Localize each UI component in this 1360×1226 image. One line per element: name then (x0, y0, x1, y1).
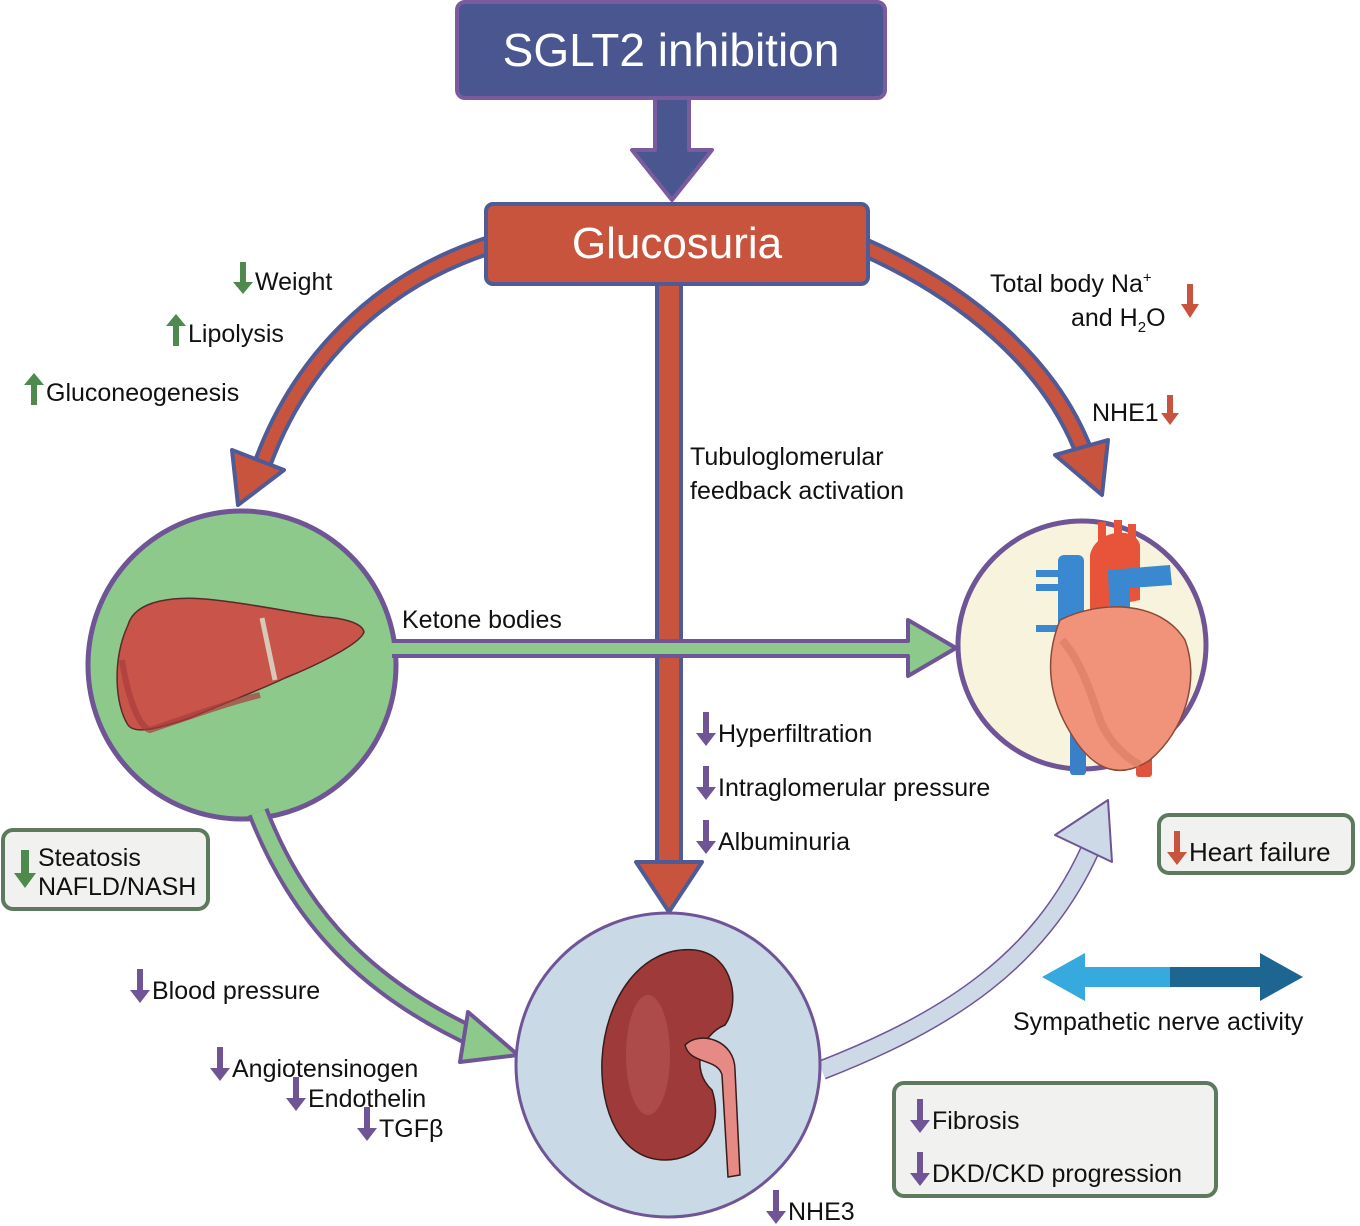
angiotensinogen-label: Angiotensinogen (232, 1055, 419, 1083)
kidney-icon (601, 949, 741, 1178)
gluconeogenesis-effect: Gluconeogenesis (24, 373, 239, 406)
glucosuria-node: Glucosuria (484, 202, 870, 286)
glucosuria-text: Glucosuria (571, 219, 783, 268)
water-label: and H2O (1071, 304, 1166, 336)
heart-failure-label: Heart failure (1189, 837, 1331, 867)
ketone-bodies-label: Ketone bodies (402, 606, 562, 634)
intraglomerular-pressure-effect: Intraglomerular pressure (696, 766, 990, 801)
water-text-post: O (1146, 304, 1166, 332)
sympathetic-arrow (1042, 953, 1303, 1001)
down-arrow-icon (130, 969, 150, 1003)
down-arrow-icon (1181, 284, 1199, 318)
nhe1-effect: NHE1 (1092, 395, 1181, 426)
kidney-outcomes-box: Fibrosis DKD/CKD progression (892, 1081, 1218, 1198)
sympathetic-nerve-label: Sympathetic nerve activity (1013, 1008, 1304, 1036)
water-text-pre: and H (1071, 304, 1138, 332)
weight-label: Weight (255, 268, 333, 296)
steatosis-box: Steatosis NAFLD/NASH (1, 828, 210, 911)
sodium-water-label: Total body Na+ (990, 269, 1152, 298)
sodium-text: Total body Na (990, 270, 1143, 298)
liver-to-kidney-arrow (247, 808, 520, 1064)
lipolysis-label: Lipolysis (188, 320, 284, 348)
glucosuria-to-kidney-arrow (634, 282, 704, 914)
lipolysis-effect: Lipolysis (166, 314, 284, 347)
nhe3-effect: NHE3 (766, 1190, 855, 1225)
nhe3-label: NHE3 (788, 1198, 855, 1226)
tgf-label-line2: feedback activation (690, 477, 905, 505)
title-to-glucosuria-arrow (630, 96, 714, 202)
down-arrow-icon (1160, 395, 1179, 425)
steatosis-label: Steatosis (38, 844, 141, 872)
down-arrow-icon (286, 1077, 306, 1111)
heart-icon (1036, 520, 1192, 777)
blood-pressure-effect: Blood pressure (130, 969, 320, 1004)
dkd-ckd-progression-label: DKD/CKD progression (932, 1160, 1183, 1188)
title-text: SGLT2 inhibition (502, 24, 840, 76)
intraglomerular-pressure-label: Intraglomerular pressure (718, 774, 991, 802)
down-arrow-icon (766, 1190, 786, 1224)
glucosuria-to-liver-arrow (230, 235, 494, 507)
sglt2-inhibition-node: SGLT2 inhibition (455, 0, 887, 100)
blood-pressure-label: Blood pressure (152, 977, 321, 1005)
angiotensinogen-effect: Angiotensinogen (210, 1047, 418, 1082)
down-arrow-icon (210, 1047, 230, 1081)
gluconeogenesis-label: Gluconeogenesis (46, 379, 240, 407)
down-arrow-icon (696, 712, 716, 746)
albuminuria-label: Albuminuria (718, 828, 851, 856)
up-arrow-icon (24, 373, 44, 405)
down-arrow-icon (696, 766, 716, 800)
down-arrow-icon (1167, 831, 1187, 865)
tgfb-effect: TGFβ (357, 1107, 443, 1142)
down-arrow-icon (910, 1152, 930, 1186)
nhe1-label: NHE1 (1092, 399, 1159, 427)
tgf-label-line1: Tubuloglomerular (690, 443, 884, 471)
albuminuria-effect: Albuminuria (696, 820, 850, 855)
down-arrow-icon (233, 262, 253, 294)
water-subscript: 2 (1137, 319, 1147, 336)
down-arrow-icon (14, 850, 36, 888)
up-arrow-icon (166, 314, 186, 346)
hyperfiltration-label: Hyperfiltration (718, 720, 873, 748)
down-arrow-icon (910, 1099, 930, 1133)
hyperfiltration-effect: Hyperfiltration (696, 712, 872, 747)
kidney-to-heart-arrow (818, 799, 1113, 1080)
down-arrow-icon (357, 1107, 377, 1141)
heart-failure-box: Heart failure (1157, 813, 1355, 875)
liver-icon (116, 597, 365, 734)
tgfb-label: TGFβ (379, 1115, 444, 1143)
nafld-nash-label: NAFLD/NASH (38, 873, 197, 901)
weight-effect: Weight (233, 262, 332, 295)
down-arrow-icon (696, 820, 716, 854)
fibrosis-label: Fibrosis (932, 1107, 1020, 1135)
sodium-superscript: + (1142, 269, 1152, 287)
glucosuria-to-heart-arrow (861, 238, 1110, 497)
